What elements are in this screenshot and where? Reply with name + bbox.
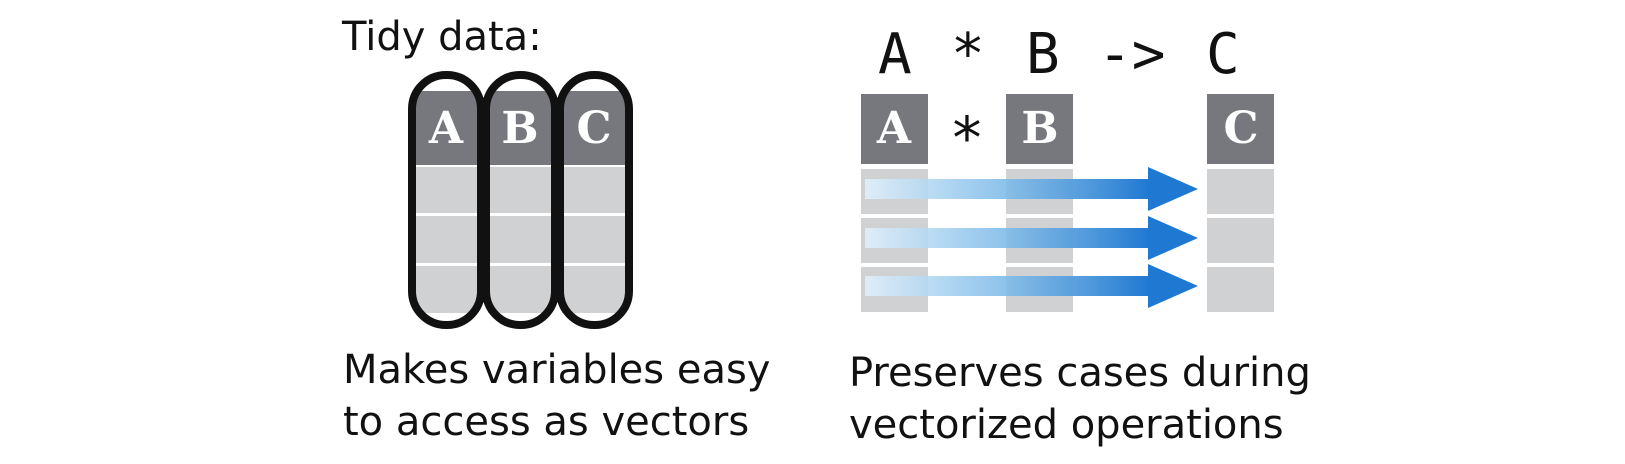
operand-a-label: A <box>876 103 912 154</box>
result-c-label: C <box>1223 103 1258 154</box>
left-caption: Makes variables easy to access as vector… <box>343 344 770 448</box>
col-b-cell-1 <box>488 167 551 213</box>
row-arrow-1 <box>865 167 1198 211</box>
operand-b-header <box>1006 94 1073 164</box>
tidy-table: A B C <box>408 71 633 329</box>
result-c-header <box>1207 94 1274 164</box>
variable-outline-a <box>408 71 485 329</box>
operand-a-header <box>861 94 928 164</box>
formula-c: C <box>1206 22 1240 87</box>
left-caption-line-1: Makes variables easy <box>343 347 771 393</box>
col-c-header <box>562 91 625 165</box>
result-c-cell-2 <box>1207 218 1274 263</box>
col-a-cell-2 <box>415 216 478 263</box>
row-arrow-2 <box>865 216 1198 260</box>
result-c-cell-1 <box>1207 169 1274 214</box>
col-c-cell-1 <box>562 167 625 213</box>
operand-b-label: B <box>1021 103 1058 154</box>
operator-symbol: * <box>950 104 985 172</box>
vectorized-operation: A B C * <box>861 94 1274 312</box>
formula-b: B <box>1026 22 1060 87</box>
formula-multiply: * <box>951 22 985 87</box>
col-a-cell-1 <box>415 167 478 213</box>
col-b-cell-2 <box>488 216 551 263</box>
col-c-cell-3 <box>562 266 625 313</box>
col-c-cell-2 <box>562 216 625 263</box>
col-c-label: C <box>576 103 611 154</box>
col-a-cell-3 <box>415 266 478 313</box>
left-caption-line-2: to access as vectors <box>343 399 750 445</box>
right-caption-line-2: vectorized operations <box>849 402 1284 448</box>
tidy-data-title: Tidy data: <box>342 14 542 60</box>
result-c-cell-3 <box>1207 267 1274 312</box>
right-caption-line-1: Preserves cases during <box>849 350 1311 396</box>
right-caption: Preserves cases during vectorized operat… <box>849 347 1311 451</box>
variable-outline-b <box>482 71 559 329</box>
row-arrow-3 <box>865 264 1198 308</box>
col-b-cell-3 <box>488 266 551 313</box>
variable-outline-c <box>556 71 633 329</box>
col-a-label: A <box>428 103 464 154</box>
col-b-label: B <box>501 103 538 154</box>
formula-arrow: -> <box>1098 22 1166 87</box>
formula-a: A <box>878 22 912 87</box>
col-b-header <box>488 91 551 165</box>
col-a-header <box>415 91 478 165</box>
